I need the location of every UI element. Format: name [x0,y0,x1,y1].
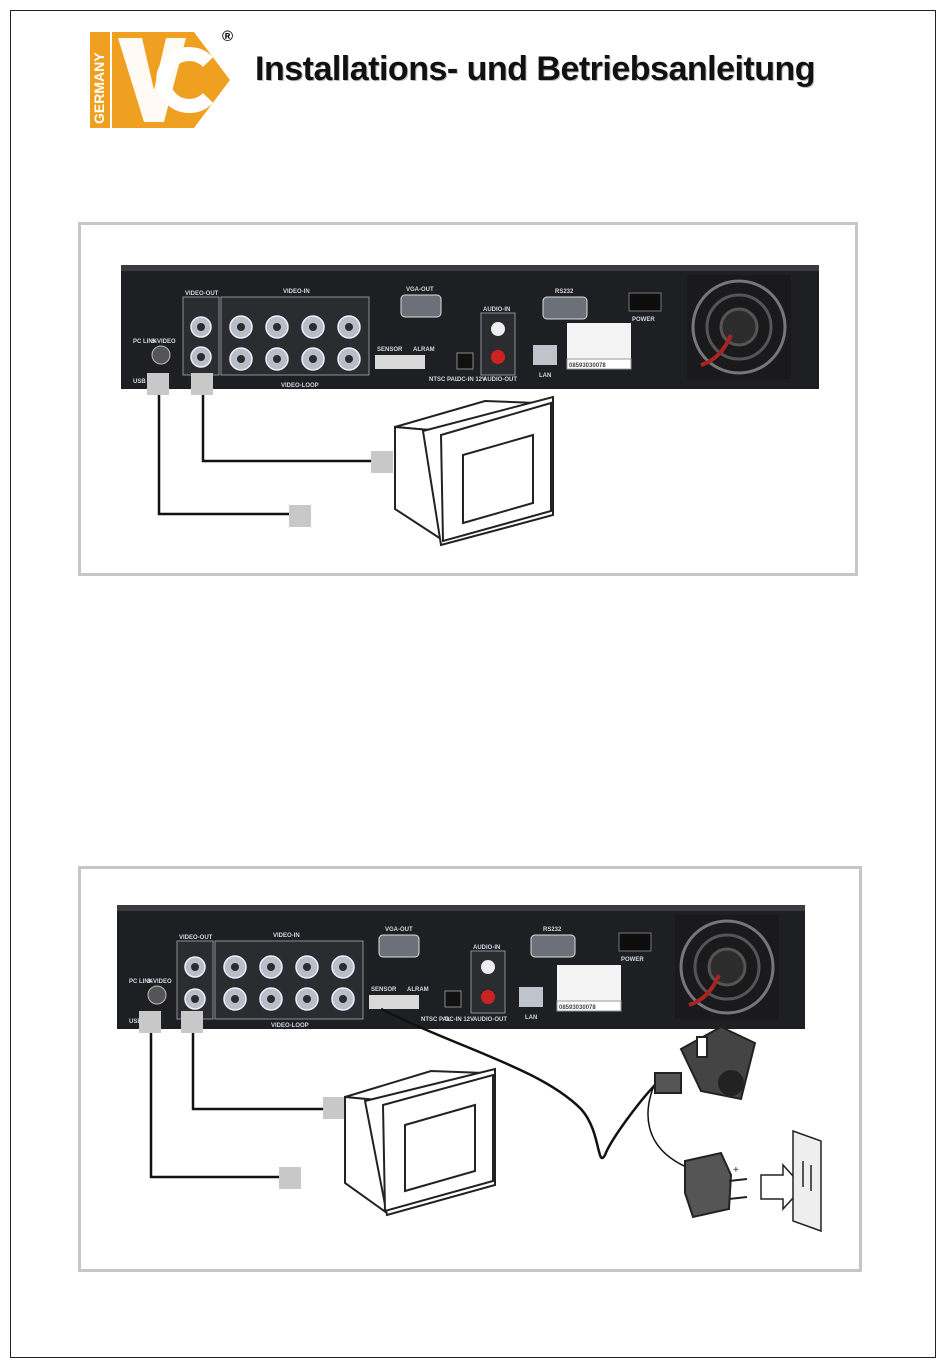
label-lan: LAN [539,373,551,379]
marker-box [139,1011,161,1033]
figure-monitor-connection: VIDEO-OUT VIDEO-IN VIDEO-LOOP VGA-OUT RS… [78,222,858,576]
label-pc-link: PC LINK [129,979,154,985]
marker-box [279,1167,301,1189]
label-power: POWER [621,957,644,963]
marker-box [289,505,311,527]
cable-video-out [191,1029,329,1111]
label-vga-out: VGA-OUT [385,927,413,933]
label-lan: LAN [525,1015,537,1021]
label-audio-out: AUDIO-OUT [473,1017,507,1023]
dvr-rear-panel: VIDEO-OUT VIDEO-IN VIDEO-LOOP VGA-OUT RS… [117,905,805,1029]
svg-text:+: + [733,1165,739,1176]
label-pc-link: PC LINK [133,339,158,345]
label-sensor: SENSOR [371,987,397,993]
label-audio-out: AUDIO-OUT [483,377,517,383]
label-serial: 08593030078 [569,363,606,369]
label-audio-in: AUDIO-IN [483,307,510,313]
camera-illustration [654,1025,757,1101]
label-usb: USB [133,379,146,385]
monitor-illustration [394,395,554,547]
label-video-out: VIDEO-OUT [185,291,219,297]
label-vga-out: VGA-OUT [406,287,434,293]
label-serial: 08593030078 [559,1005,596,1011]
marker-box [147,373,169,395]
label-video-in: VIDEO-IN [283,289,310,295]
label-sensor: SENSOR [377,347,403,353]
logo-germany-text: GERMANY [91,52,107,124]
page-title: Installations- und Betriebsanleitung [255,50,816,88]
cable-video-out [201,389,371,463]
label-video-out: VIDEO-OUT [179,935,213,941]
label-usb: USB [129,1019,142,1025]
marker-box [181,1011,203,1033]
marker-box [323,1097,345,1119]
cable-s-video [149,1029,285,1179]
marker-box [191,373,213,395]
figure-camera-connection: VIDEO-OUT VIDEO-IN VIDEO-LOOP VGA-OUT RS… [78,866,862,1272]
label-rs232: RS232 [543,927,562,933]
monitor-illustration [344,1067,496,1217]
power-adapter-illustration: + [684,1151,748,1219]
cable-camera [380,1007,658,1159]
marker-box [371,451,393,473]
label-alarm: ALRAM [407,987,429,993]
label-audio-in: AUDIO-IN [473,945,500,951]
label-ntsc-pal: NTSC PAL [421,1017,451,1023]
label-video-loop: VIDEO-LOOP [281,383,319,389]
label-dc-in: DC-IN 12V [445,1017,474,1023]
cable-power [647,1074,692,1170]
label-s-video: S-VIDEO [147,979,172,985]
registered-mark: ® [222,28,234,45]
wall-outlet-illustration [792,1129,822,1233]
label-video-loop: VIDEO-LOOP [271,1023,309,1029]
vc-logo: GERMANY [90,32,236,128]
label-alarm: ALRAM [413,347,435,353]
dvr-rear-panel: VIDEO-OUT VIDEO-IN VIDEO-LOOP VGA-OUT RS… [121,265,819,389]
label-ntsc-pal: NTSC PAL [429,377,459,383]
label-dc-in: DC-IN 12V [457,377,486,383]
label-power: POWER [632,317,655,323]
cable-s-video [157,389,291,516]
page-border [10,10,936,1358]
label-s-video: S-VIDEO [151,339,176,345]
label-rs232: RS232 [555,289,574,295]
label-video-in: VIDEO-IN [273,933,300,939]
